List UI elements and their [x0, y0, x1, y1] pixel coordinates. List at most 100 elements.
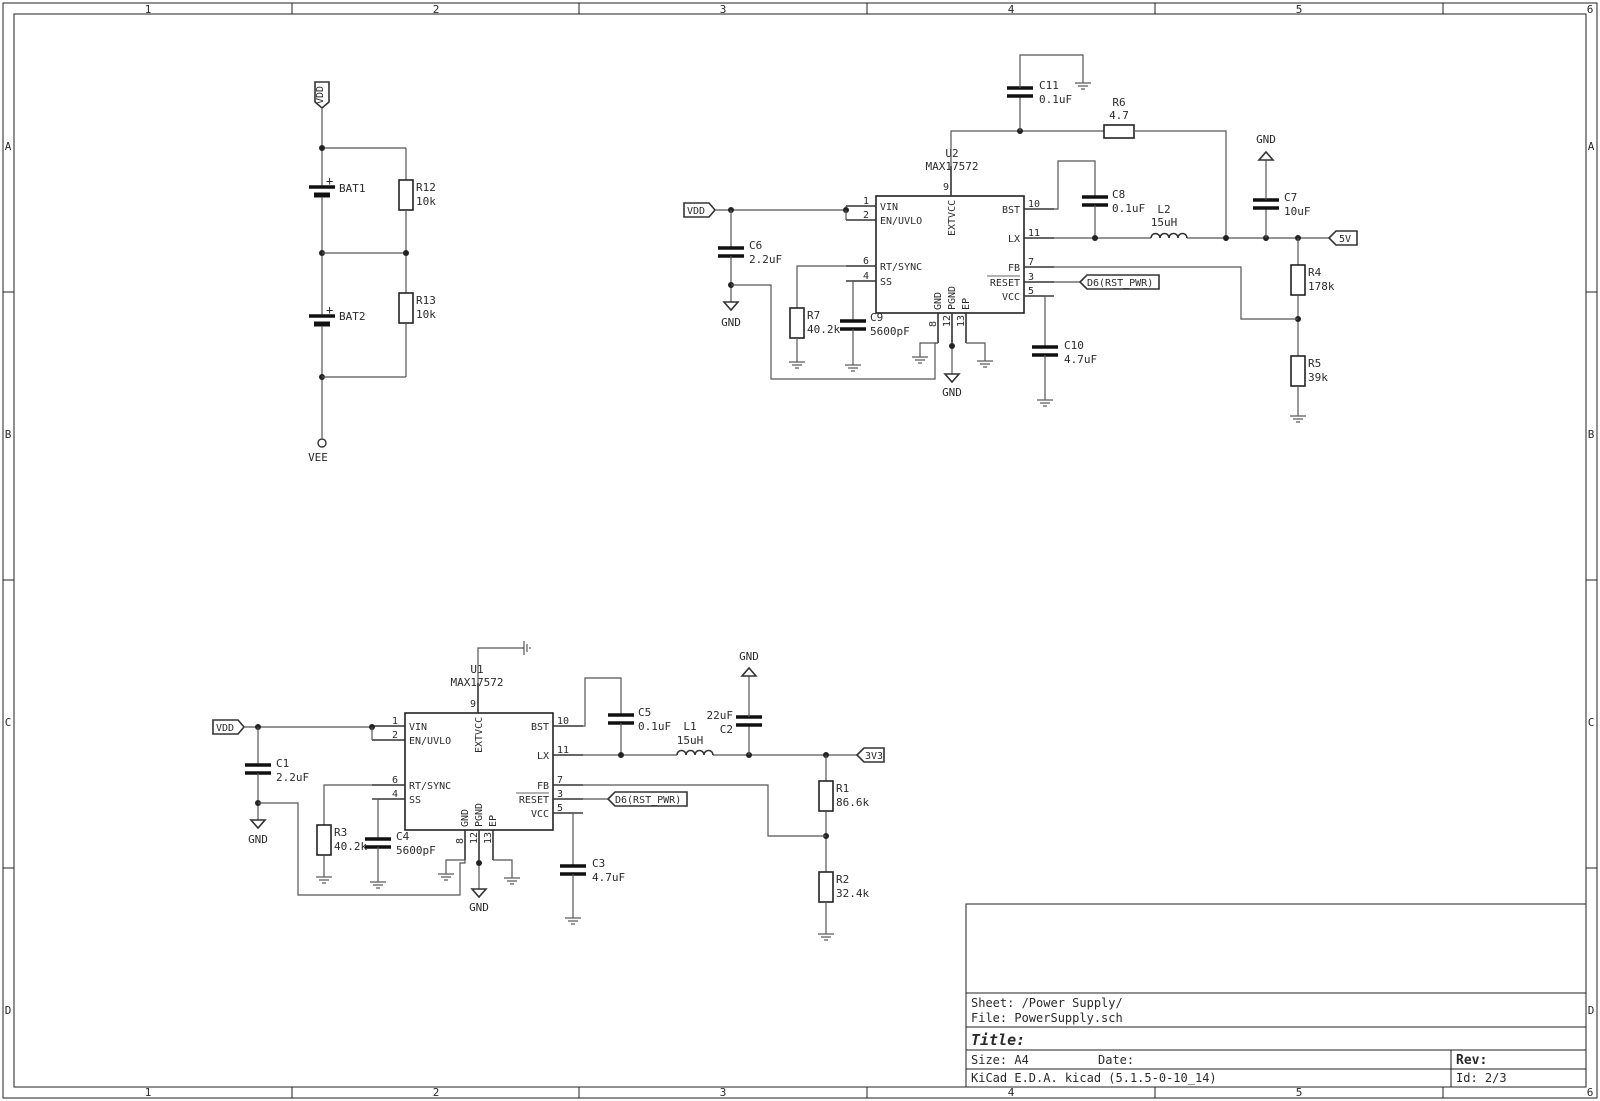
l2-ref: L2 [1157, 203, 1170, 216]
pin-number: 9 [470, 699, 476, 710]
battery-section: VDD + BAT1 + BAT2 VEE R12 10k [308, 81, 436, 464]
sheet-name: Sheet: /Power Supply/ [971, 996, 1123, 1010]
u2-vdd-label: VDD [687, 206, 705, 217]
gnd-symbol [1257, 150, 1275, 161]
u1-vdd-label: VDD [216, 723, 234, 734]
pin-number: 2 [863, 210, 869, 221]
r7-ref: R7 [807, 309, 820, 322]
pin-number: 13 [483, 832, 494, 844]
col-label: 4 [1008, 1086, 1015, 1099]
inductor-l2 [1150, 232, 1188, 239]
resistor-r6 [1103, 124, 1135, 139]
col-label: 3 [720, 3, 727, 16]
pin-label: RT/SYNC [409, 781, 451, 792]
pin-number: 10 [1028, 199, 1040, 210]
pin-label: EP [488, 815, 499, 827]
c9-val: 5600pF [870, 325, 910, 338]
pin-label: SS [409, 795, 421, 806]
r12-val: 10k [416, 195, 436, 208]
c9-ref: C9 [870, 311, 883, 324]
gnd-symbol [943, 373, 961, 384]
pin-label: LX [537, 751, 549, 762]
pin-label: GND [460, 809, 471, 827]
pin-number: 6 [863, 256, 869, 267]
pin-label: EXTVCC [947, 200, 958, 236]
l1-ref: L1 [683, 720, 696, 733]
col-label: 2 [433, 3, 440, 16]
pin-number: 13 [956, 315, 967, 327]
resistor-r13 [398, 292, 414, 324]
u1-out-label: 3V3 [865, 751, 883, 762]
row-label: A [5, 140, 12, 153]
row-label: A [1588, 140, 1595, 153]
u2-gnd1-label: GND [721, 316, 741, 329]
c10-ref: C10 [1064, 339, 1084, 352]
c4-ref: C4 [396, 830, 410, 843]
vdd-flag [314, 81, 330, 110]
r3-ref: R3 [334, 826, 347, 839]
u2-gnd2-label: GND [942, 386, 962, 399]
vdd-net-label [683, 202, 717, 218]
rev-label: Rev: [1456, 1053, 1487, 1068]
u1-regulator-section: U1 MAX17572 1 2 6 4 VIN EN/UVLO RT/SYNC … [212, 641, 885, 941]
col-label: 3 [720, 1086, 727, 1099]
vdd-net-label [212, 719, 246, 735]
col-label: 5 [1296, 3, 1303, 16]
reset-net-label [1078, 274, 1160, 290]
pin-number: 4 [392, 789, 398, 800]
c7-ref: C7 [1284, 191, 1297, 204]
col-label: 1 [145, 1086, 152, 1099]
resistor-r12 [398, 179, 414, 211]
file-name: File: PowerSupply.sch [971, 1011, 1123, 1025]
c3-val: 4.7uF [592, 871, 625, 884]
pin-number: 10 [557, 716, 569, 727]
gnd-symbol [470, 888, 488, 899]
u1-reset-net: D6(RST_PWR) [615, 795, 681, 806]
sheet-id: Id: 2/3 [1456, 1071, 1507, 1085]
resistor-r2 [818, 871, 834, 903]
plus-sign: + [326, 174, 333, 188]
pin-number: 8 [928, 321, 939, 327]
u1-part: MAX17572 [451, 676, 504, 689]
r6-val: 4.7 [1109, 109, 1129, 122]
u2-part: MAX17572 [926, 160, 979, 173]
col-label: 6 [1587, 3, 1594, 16]
pin-label: EP [961, 298, 972, 310]
c8-val: 0.1uF [1112, 202, 1145, 215]
c5-ref: C5 [638, 706, 651, 719]
pin-label: PGND [947, 286, 958, 310]
u1-ref: U1 [470, 663, 483, 676]
resistor-r3 [316, 824, 332, 856]
title-label: Title: [971, 1031, 1025, 1049]
pin-label: EN/UVLO [880, 216, 922, 227]
r13-ref: R13 [416, 294, 436, 307]
u2-ref: U2 [945, 147, 958, 160]
inductor-l1 [676, 749, 714, 756]
pin-number: 6 [392, 775, 398, 786]
pin-label: LX [1008, 234, 1020, 245]
row-label: B [1588, 428, 1595, 441]
c1-val: 2.2uF [276, 771, 309, 784]
plus-sign: + [326, 303, 333, 317]
pin-number: 1 [863, 196, 869, 207]
row-label: D [5, 1004, 12, 1017]
vee-terminal [317, 438, 327, 448]
pin-label: RT/SYNC [880, 262, 922, 273]
u2-reset-net: D6(RST_PWR) [1087, 278, 1153, 289]
bat2-ref: BAT2 [339, 310, 366, 323]
col-label: 2 [433, 1086, 440, 1099]
pin-label: VCC [531, 809, 549, 820]
r12-ref: R12 [416, 181, 436, 194]
vdd-label: VDD [315, 86, 326, 104]
c11-ref: C11 [1039, 79, 1059, 92]
pin-number: 3 [1028, 272, 1034, 283]
u2-gnd3-label: GND [1256, 133, 1276, 146]
c11-val: 0.1uF [1039, 93, 1072, 106]
pin-number: 7 [1028, 257, 1034, 268]
c10-val: 4.7uF [1064, 353, 1097, 366]
pin-number: 12 [469, 832, 480, 844]
row-label: C [1588, 716, 1595, 729]
pin-label: RESET [990, 278, 1020, 289]
